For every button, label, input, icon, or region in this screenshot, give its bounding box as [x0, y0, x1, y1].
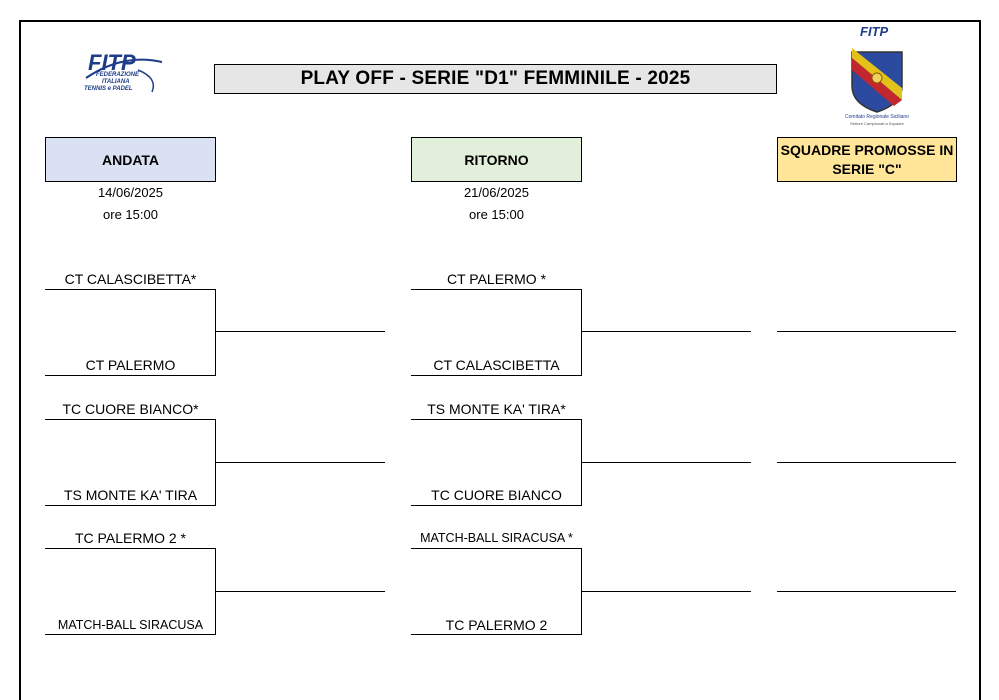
promosse-label-line1: SQUADRE PROMOSSE IN: [780, 141, 954, 158]
andata-match2-home: TC CUORE BIANCO*: [62, 401, 199, 417]
ritorno-match2-home: TS MONTE KA' TIRA*: [427, 401, 566, 417]
ritorno-time: ore 15:00: [469, 207, 524, 222]
regional-committee-logo: FITP Comitato Regionale Siciliano Settor…: [838, 24, 916, 128]
promosse-label-line2: SERIE "C": [832, 160, 902, 177]
document-frame: [19, 20, 981, 700]
bracket-line: [45, 634, 216, 635]
ritorno-match1-away: CT CALASCIBETTA: [433, 357, 560, 373]
bracket-line: [411, 548, 582, 549]
committee-caption: Comitato Regionale Siciliano: [845, 114, 909, 120]
bracket-line: [215, 331, 385, 332]
shield-crest-icon: [851, 48, 903, 113]
andata-match2-away: TS MONTE KA' TIRA: [63, 487, 198, 503]
bracket-line: [45, 289, 216, 290]
andata-match3-away: MATCH-BALL SIRACUSA: [57, 618, 204, 632]
tennis-ball-swoosh-icon: [85, 58, 163, 93]
ritorno-match1-home: CT PALERMO *: [446, 271, 547, 287]
bracket-line: [45, 505, 216, 506]
bracket-line: [45, 548, 216, 549]
page-title: PLAY OFF - SERIE "D1" FEMMINILE - 2025: [214, 64, 777, 94]
bracket-line: [411, 419, 582, 420]
bracket-line: [411, 634, 582, 635]
ritorno-match3-home: MATCH-BALL SIRACUSA *: [420, 531, 573, 545]
fitp-brand-left: FITP: [88, 50, 136, 75]
ritorno-date: 21/06/2025: [463, 185, 530, 200]
ritorno-match3-away: TC PALERMO 2: [445, 617, 548, 633]
andata-match3-home: TC PALERMO 2 *: [75, 530, 186, 546]
bracket-line: [215, 289, 216, 376]
bracket-line: [215, 591, 385, 592]
andata-match1-home: CT CALASCIBETTA*: [64, 271, 197, 287]
promoted-team-slot-2: [777, 462, 956, 463]
andata-header: ANDATA: [45, 137, 216, 182]
bracket-line: [45, 375, 216, 376]
fitp-line3: TENNIS e PADEL: [84, 86, 133, 92]
bracket-line: [411, 375, 582, 376]
fitp-line1: FEDERAZIONE: [96, 72, 140, 78]
bracket-line: [411, 289, 582, 290]
promoted-team-slot-3: [777, 591, 956, 592]
bracket-line: [581, 462, 751, 463]
ritorno-match2-away: TC CUORE BIANCO: [431, 487, 562, 503]
andata-match1-away: CT PALERMO: [85, 357, 176, 373]
committee-subcaption: Settore Campionati a Squadre: [850, 121, 904, 126]
andata-date: 14/06/2025: [97, 185, 164, 200]
fitp-line2: ITALIANA: [102, 79, 130, 85]
andata-time: ore 15:00: [103, 207, 158, 222]
fitp-brand-right: FITP: [860, 24, 889, 39]
promoted-team-slot-1: [777, 331, 956, 332]
bracket-line: [581, 591, 751, 592]
bracket-line: [45, 419, 216, 420]
promosse-header: SQUADRE PROMOSSE IN SERIE "C": [777, 137, 957, 182]
fitp-logo-left: FITP FEDERAZIONE ITALIANA TENNIS e PADEL: [78, 48, 168, 98]
bracket-line: [215, 462, 385, 463]
bracket-line: [411, 505, 582, 506]
ritorno-header: RITORNO: [411, 137, 582, 182]
bracket-line: [581, 331, 751, 332]
bracket-line: [581, 289, 582, 376]
